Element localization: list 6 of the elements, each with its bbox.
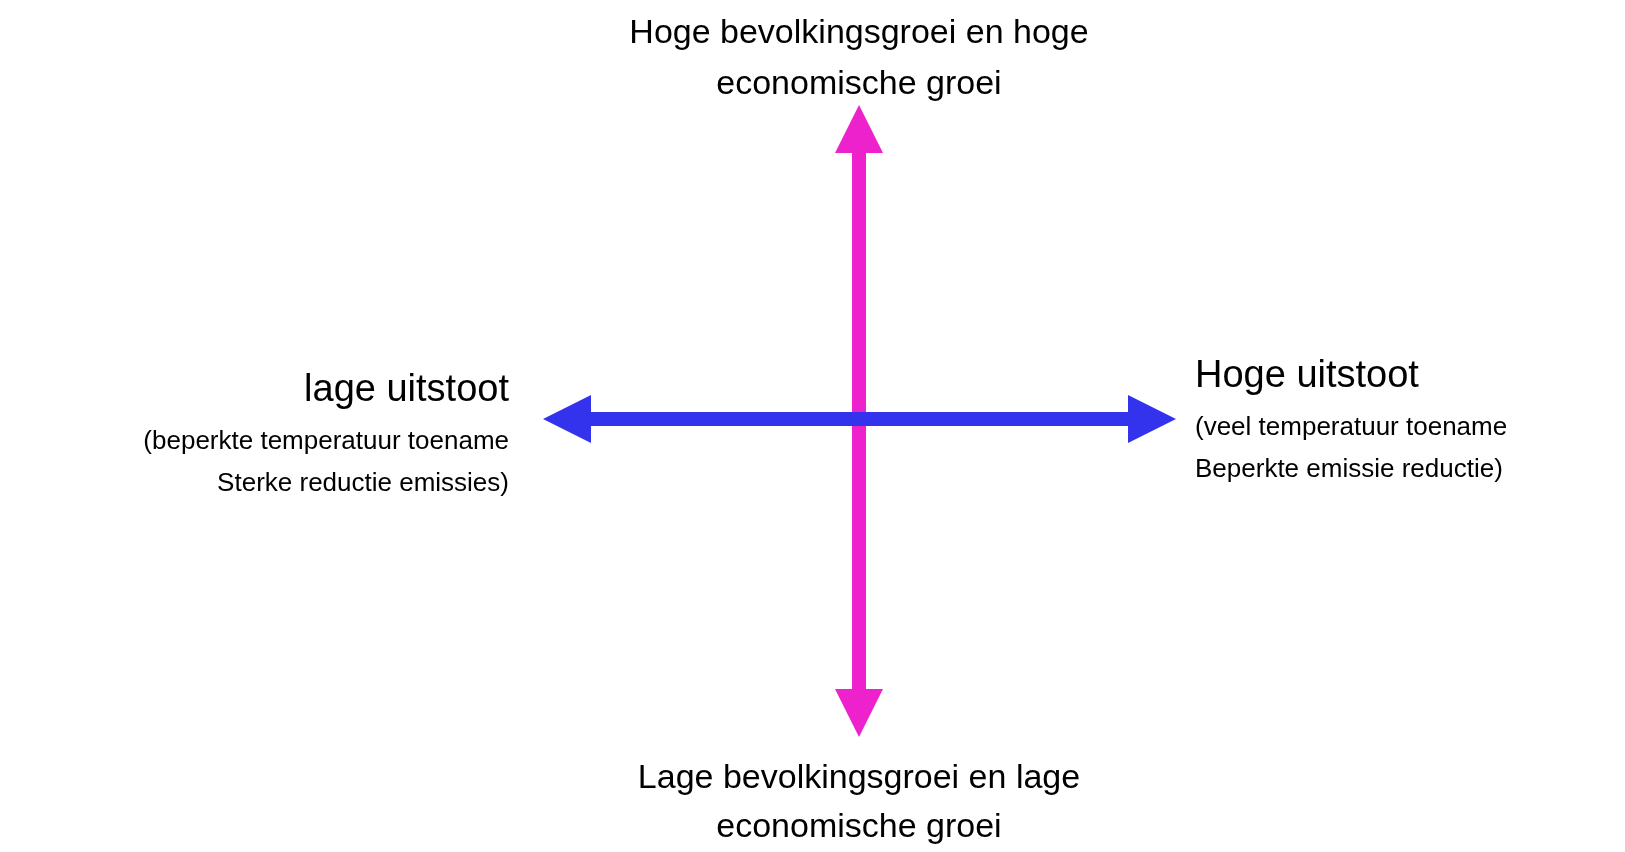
- axis-label: (veel temperatuur toename Beperkte emissie reductie): [1195, 410, 1509, 485]
- axis-label: (beperkte temperatuur toename Sterke reductie emissies): [142, 424, 509, 499]
- axis-label: Hoge uitstoot: [1195, 352, 1420, 397]
- axis-label: Lage bevolkingsgroei en lage economische groei: [636, 756, 1082, 847]
- axis-label: lage uitstoot: [303, 366, 509, 411]
- axis-label: Hoge bevolkingsgroei en hoge economische groei: [628, 11, 1090, 103]
